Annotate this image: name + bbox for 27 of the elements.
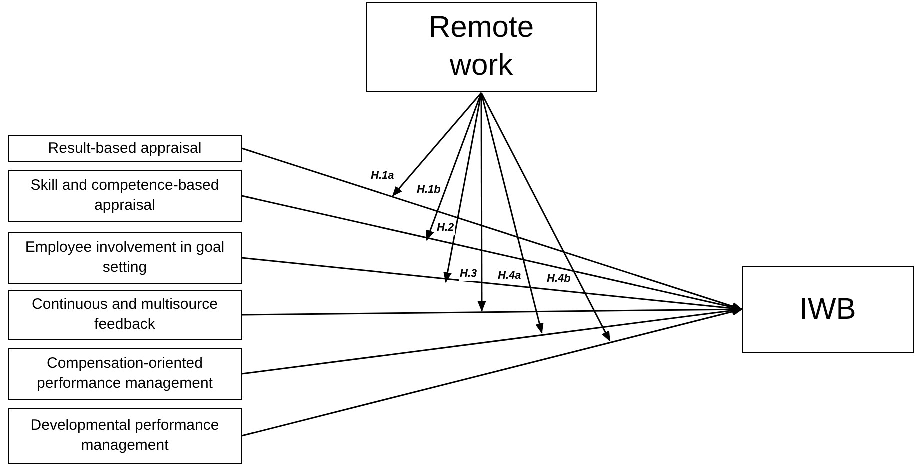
concept-box <box>8 290 242 340</box>
arrow <box>480 92 611 342</box>
concept-box <box>366 2 597 92</box>
arrow <box>480 92 544 334</box>
concept-box <box>742 266 914 353</box>
box-label: IWB <box>798 292 858 328</box>
arrow <box>392 92 482 197</box>
box-label: Remote work <box>428 10 536 84</box>
arrow <box>242 148 743 311</box>
concept-box <box>8 408 242 464</box>
box-label: Result-based appraisal <box>48 138 202 158</box>
box-label: Developmental performance management <box>30 416 220 456</box>
box-label: Continuous and multisource feedback <box>31 295 219 335</box>
arrow <box>444 92 482 284</box>
concept-box <box>8 348 242 400</box>
box-label: Compensation-oriented performance management <box>36 354 214 394</box>
edge-label: H.2 <box>436 222 456 235</box>
box-label: Employee involvement in goal setting <box>24 238 226 278</box>
box-label: Skill and competence-based appraisal <box>30 176 220 216</box>
concept-box <box>8 232 242 284</box>
arrow <box>426 92 482 241</box>
arrow <box>242 195 744 312</box>
concept-box <box>8 170 242 222</box>
concept-box <box>8 135 242 162</box>
edge-label: H.3 <box>459 268 478 281</box>
arrow <box>478 93 486 312</box>
arrow <box>242 308 744 437</box>
